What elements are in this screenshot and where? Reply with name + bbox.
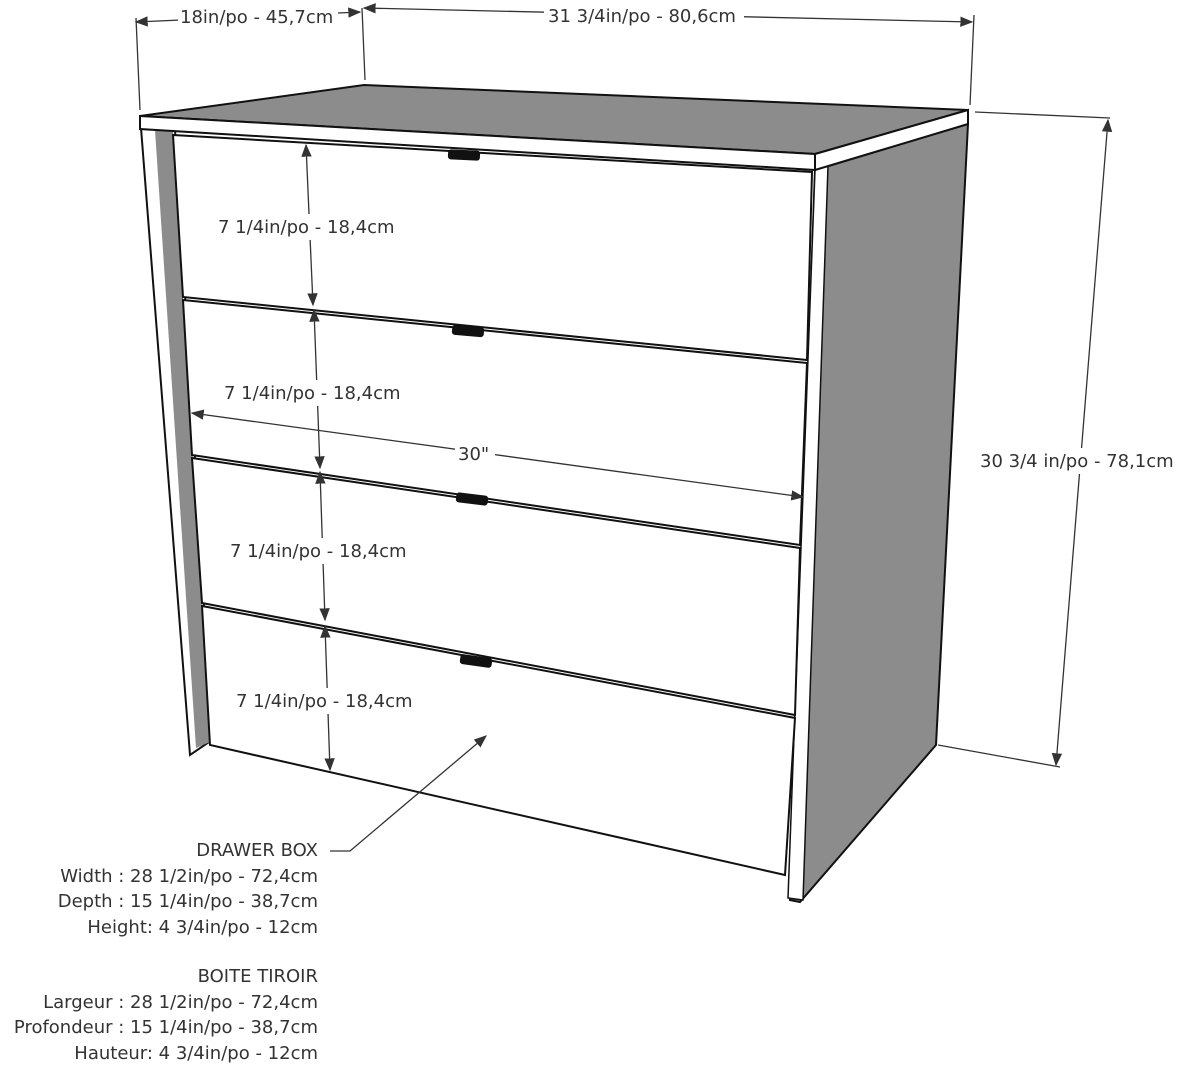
width-label: 31 3/4in/po - 80,6cm [548,6,736,27]
boite-tiroir-hauteur: Hauteur: 4 3/4in/po - 12cm [74,1042,318,1064]
drawer-box-depth: Depth : 15 1/4in/po - 38,7cm [57,891,318,912]
handle-icon [451,324,485,338]
drawer-box-height: Height: 4 3/4in/po - 12cm [87,916,318,938]
handle-icon [459,654,493,668]
drawer-4 [200,604,797,877]
height-label: 30 3/4 in/po - 78,1cm [980,451,1174,472]
depth-label: 18in/po - 45,7cm [180,7,333,28]
top-right-edge [814,108,969,172]
drawer-1-height: 7 1/4in/po - 18,4cm [218,217,395,238]
handle-icon [447,149,481,161]
inner-width-arrow [190,409,805,501]
drawer-3 [190,456,802,717]
drawer-1 [171,133,814,362]
drawer-box-width: Width : 28 1/2in/po - 72,4cm [60,865,318,887]
drawer-3-height: 7 1/4in/po - 18,4cm [230,541,407,562]
drawer-box-title: DRAWER BOX [196,840,318,861]
drawer-box-leader [330,735,487,852]
left-inner-shadow [155,130,210,748]
boite-tiroir-profondeur: Profondeur : 15 1/4in/po - 38,7cm [13,1017,318,1038]
boite-tiroir-title: BOITE TIROIR [197,966,318,987]
drawer-4-height: 7 1/4in/po - 18,4cm [236,691,413,712]
drawer-box-specs-fr: BOITE TIROIR Largeur : 28 1/2in/po - 72,… [14,964,318,1066]
drawer-box-specs-en: DRAWER BOX Width : 28 1/2in/po - 72,4cm … [58,838,318,940]
height-arrow [1051,118,1113,767]
inner-width-label: 30" [458,444,489,465]
boite-tiroir-largeur: Largeur : 28 1/2in/po - 72,4cm [43,991,318,1013]
drawer-2-height: 7 1/4in/po - 18,4cm [224,383,401,404]
